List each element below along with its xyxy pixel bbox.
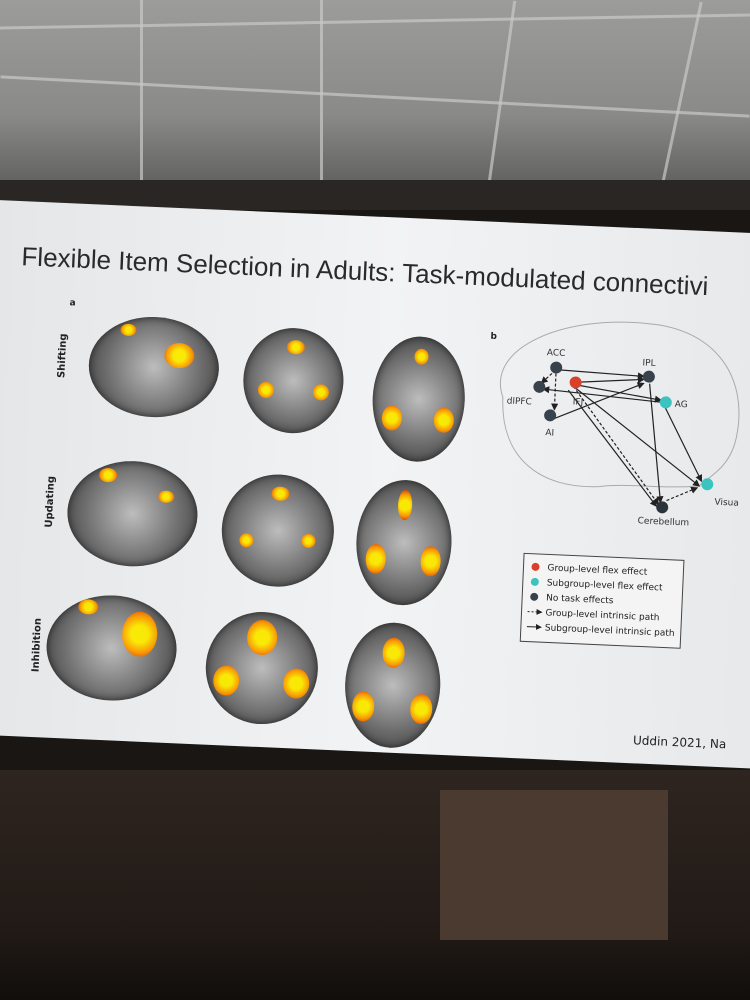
brain-axial-inhibition bbox=[342, 620, 443, 750]
node-cerebellum bbox=[656, 501, 669, 514]
activation-blob bbox=[239, 532, 254, 548]
network-nodes bbox=[533, 361, 714, 514]
activation-blob bbox=[120, 323, 137, 337]
label-ifj: IFJ bbox=[573, 397, 584, 407]
activation-blob bbox=[78, 598, 99, 615]
activation-blob bbox=[98, 467, 118, 483]
node-ipl bbox=[642, 370, 655, 383]
activation-blob bbox=[409, 693, 433, 725]
activation-blob bbox=[157, 490, 175, 504]
projected-slide: Flexible Item Selection in Adults: Task-… bbox=[0, 200, 750, 770]
legend-group-flex: Group-level flex effect bbox=[547, 563, 648, 577]
activation-blob bbox=[414, 348, 429, 366]
ceiling-grid bbox=[140, 0, 143, 190]
ceiling bbox=[0, 0, 750, 190]
brain-axial-updating bbox=[353, 478, 455, 608]
activation-blob bbox=[212, 664, 240, 697]
activation-blob bbox=[381, 405, 403, 431]
slide-title: Flexible Item Selection in Adults: Task-… bbox=[20, 241, 710, 302]
brain-coronal-updating bbox=[219, 472, 337, 589]
label-acc: ACC bbox=[547, 348, 566, 359]
activation-blob bbox=[381, 637, 406, 669]
node-visual bbox=[701, 478, 714, 491]
activation-blob bbox=[257, 381, 275, 399]
node-ag bbox=[659, 396, 672, 409]
row-label-updating: Updating bbox=[43, 475, 58, 528]
node-ifj bbox=[569, 376, 582, 389]
activation-blob bbox=[433, 407, 455, 434]
node-ai bbox=[544, 409, 557, 422]
activation-blob bbox=[282, 668, 310, 700]
panel-a-label: a bbox=[69, 298, 76, 309]
legend: Group-level flex effect Subgroup-level f… bbox=[519, 552, 685, 649]
activation-blob bbox=[286, 339, 306, 355]
citation: Uddin 2021, Na bbox=[632, 733, 727, 752]
legend-group-path: Group-level intrinsic path bbox=[545, 608, 659, 623]
label-cerebellum: Cerebellum bbox=[637, 516, 689, 528]
brain-sagittal-updating bbox=[65, 458, 200, 570]
row-label-shifting: Shifting bbox=[56, 333, 70, 379]
connectivity-diagram: ACC dlPFC IFJ AI IPL AG Visua Cerebellum… bbox=[500, 321, 740, 649]
connection-arrows bbox=[540, 368, 702, 508]
brain-coronal-inhibition bbox=[203, 609, 321, 727]
ceiling-grid bbox=[486, 0, 517, 190]
label-dlpfc: dlPFC bbox=[506, 396, 532, 407]
ceiling-grid bbox=[0, 13, 750, 30]
label-visual: Visua bbox=[714, 498, 739, 509]
activation-blob bbox=[301, 533, 316, 549]
legend-subgroup-flex: Subgroup-level flex effect bbox=[547, 578, 664, 593]
activation-blob bbox=[351, 691, 375, 722]
row-label-inhibition: Inhibition bbox=[30, 617, 44, 673]
node-labels: ACC dlPFC IFJ AI IPL AG Visua Cerebellum bbox=[506, 348, 739, 528]
ceiling-grid bbox=[660, 1, 703, 189]
activation-blob bbox=[312, 384, 330, 401]
label-ipl: IPL bbox=[642, 358, 656, 369]
node-acc bbox=[550, 361, 563, 374]
activation-blob bbox=[246, 619, 278, 656]
activation-blob bbox=[365, 543, 387, 575]
activation-blob bbox=[271, 486, 290, 502]
activation-blob bbox=[397, 489, 413, 521]
brain-sagittal-shifting bbox=[86, 314, 221, 420]
wall-panel bbox=[440, 790, 668, 940]
brain-coronal-shifting bbox=[241, 326, 346, 436]
activation-blob bbox=[420, 545, 442, 577]
brain-axial-shifting bbox=[370, 334, 468, 464]
brain-outline bbox=[500, 321, 740, 488]
ceiling-grid bbox=[320, 0, 323, 190]
label-ag: AG bbox=[674, 400, 687, 411]
activation-blob bbox=[121, 610, 159, 658]
activation-blob bbox=[163, 342, 195, 369]
legend-no-task: No task effects bbox=[546, 593, 614, 606]
label-ai: AI bbox=[545, 428, 554, 438]
brain-sagittal-inhibition bbox=[44, 592, 179, 704]
node-dlpfc bbox=[533, 380, 546, 393]
ceiling-grid bbox=[0, 75, 750, 118]
